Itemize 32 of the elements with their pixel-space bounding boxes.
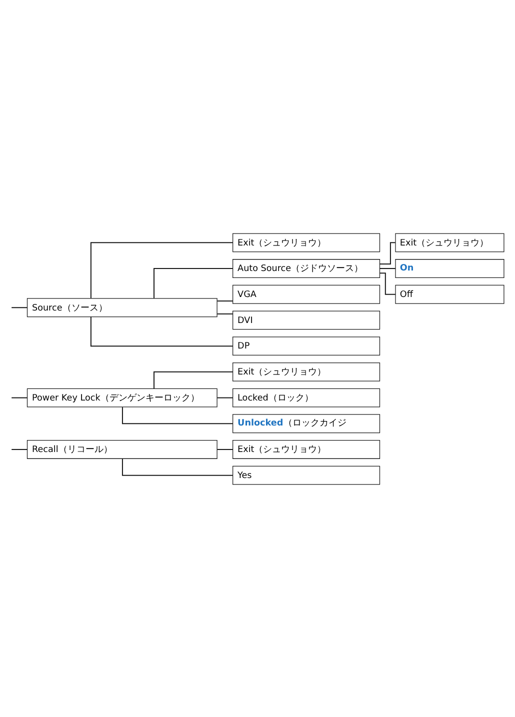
node-box: VGA	[232, 284, 380, 304]
node-box: Exit（シュウリョウ）	[232, 440, 380, 458]
node-box: Exit（シュウリョウ）	[232, 232, 380, 252]
connector	[154, 268, 233, 298]
node-box: Auto Source（ジドウソース）	[232, 258, 380, 278]
node-box: Off	[395, 284, 504, 304]
connector	[380, 242, 396, 264]
node-box: DP	[232, 336, 380, 356]
connector	[12, 306, 28, 308]
node-box: Source（ソース）	[26, 298, 218, 317]
node-box: DVI	[232, 310, 380, 330]
connector	[154, 370, 233, 388]
connector	[122, 458, 233, 476]
connector	[90, 242, 233, 298]
connector	[217, 312, 233, 314]
node-box: On	[395, 258, 504, 278]
node-box: Power Key Lock（デンゲンキーロック）	[26, 388, 218, 407]
node-box: Yes	[232, 465, 380, 484]
connector	[12, 396, 28, 398]
node-box: Unlocked（ロックカイジ	[232, 414, 380, 433]
connector	[217, 448, 233, 450]
connector	[217, 300, 233, 301]
node-box: Exit（シュウリョウ）	[232, 362, 380, 381]
node-box: Recall（リコール）	[26, 440, 218, 458]
node-box: Locked（ロック）	[232, 388, 380, 407]
connector	[217, 396, 233, 398]
connector	[380, 268, 396, 269]
connector	[122, 406, 233, 424]
node-box: Exit（シュウリョウ）	[395, 232, 504, 252]
connector	[90, 316, 233, 346]
connector	[380, 272, 396, 294]
connector	[12, 448, 28, 450]
